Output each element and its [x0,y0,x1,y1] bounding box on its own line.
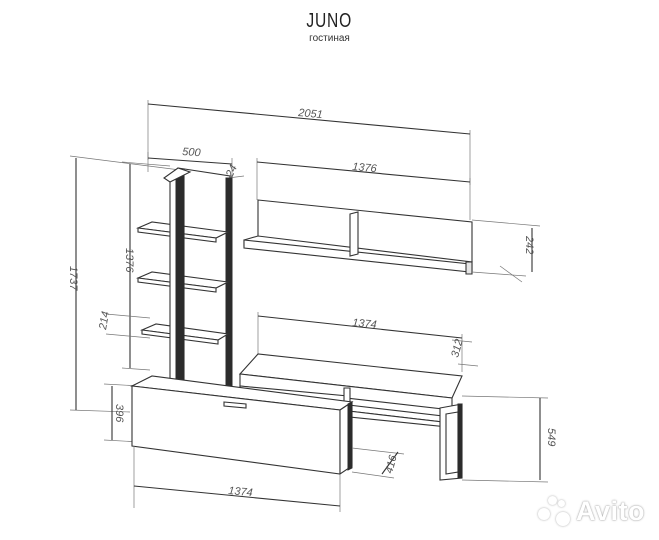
dim-rack-width: 500 [147,146,233,176]
dim-shelf-depth: 214 [97,310,151,339]
dim-cabinet-width: 1374 [133,446,341,512]
dim-total-height: 1737 [67,155,181,413]
dim-tv-top-depth: 312 [449,338,479,367]
dim-cabinet-width-label: 1374 [228,485,253,499]
left-rack [135,167,233,393]
dim-cabinet-depth-label: 416 [383,453,400,475]
dim-total-height-label: 1737 [67,266,79,291]
dim-rack-height: 1376 [121,161,171,371]
page-subtitle: гостиная [309,33,350,44]
dim-shelf-depth-label: 214 [97,310,112,331]
dim-tv-top-width-label: 1374 [352,317,377,331]
dim-cabinet-height: 396 [103,383,141,443]
dim-desk-height: 549 [461,395,557,483]
page-title: JUNO [306,10,353,32]
dim-shelf-height-label: 242 [523,235,535,254]
avito-watermark: Avito [536,494,645,528]
wall-shelf [243,199,473,275]
dim-shelf-width-label: 1376 [352,161,378,175]
title-block: JUNO гостиная [0,10,659,44]
dim-desk-height-label: 549 [545,428,557,446]
dim-total-width: 2051 [147,100,471,185]
dim-cabinet-height-label: 396 [113,404,125,423]
dim-rack-height-label: 1376 [123,248,135,273]
dim-cabinet-depth: 416 [351,447,405,479]
dim-shelf-width: 1376 [256,158,471,220]
dim-tv-top-depth-label: 312 [449,338,465,359]
avito-brand: Avito [576,495,645,526]
dim-rack-width-label: 500 [182,146,202,159]
dim-total-width-label: 2051 [297,107,323,121]
bottom-cabinet [130,375,354,476]
avito-dots-icon [536,494,570,528]
dim-shelf-height: 242 [471,219,541,283]
